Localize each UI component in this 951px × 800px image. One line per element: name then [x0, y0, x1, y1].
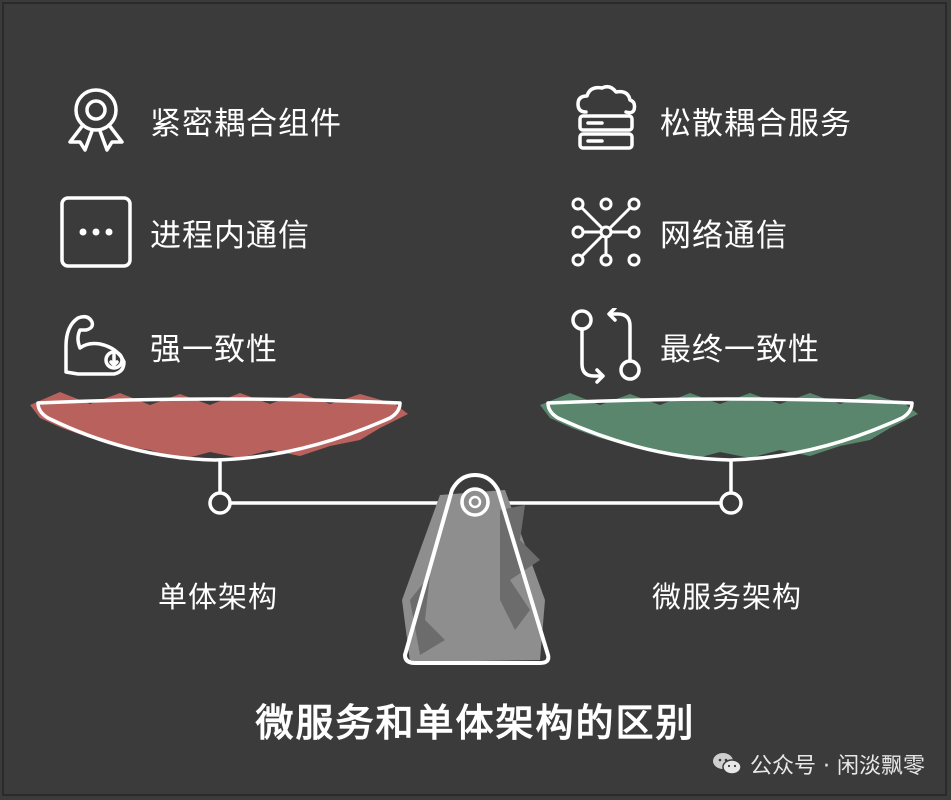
- left-pan: [30, 392, 408, 462]
- right-item-3: 最终一致性: [568, 308, 820, 384]
- right-item-label: 最终一致性: [660, 331, 820, 368]
- left-item-1: 紧密耦合组件: [58, 82, 342, 158]
- wechat-icon: [713, 753, 742, 775]
- award-ribbon-icon: [68, 88, 124, 152]
- left-item-3: 强一致性: [58, 308, 278, 384]
- left-item-label: 强一致性: [150, 331, 278, 368]
- right-pan-label: 微服务架构: [652, 580, 803, 614]
- sync-arrows-icon: [571, 308, 641, 384]
- left-item-label: 紧密耦合组件: [150, 105, 342, 142]
- network-nodes-icon: [571, 197, 641, 267]
- left-item-2: 进程内通信: [58, 194, 310, 270]
- right-pan: [540, 393, 918, 462]
- dots-box-icon: [60, 196, 132, 268]
- watermark-text: 公众号 · 闲淡飘零: [750, 754, 925, 779]
- flexed-arm-icon: [64, 314, 126, 376]
- cloud-server-icon: [576, 84, 637, 150]
- fulcrum: [402, 473, 551, 665]
- right-item-label: 松散耦合服务: [660, 105, 852, 142]
- right-item-2: 网络通信: [568, 194, 788, 270]
- right-item-1: 松散耦合服务: [568, 82, 852, 158]
- watermark: 公众号 · 闲淡飘零: [712, 748, 925, 780]
- left-item-label: 进程内通信: [150, 217, 310, 254]
- left-pan-label: 单体架构: [158, 580, 279, 614]
- diagram-title: 微服务和单体架构的区别: [255, 701, 696, 745]
- right-item-label: 网络通信: [660, 217, 788, 254]
